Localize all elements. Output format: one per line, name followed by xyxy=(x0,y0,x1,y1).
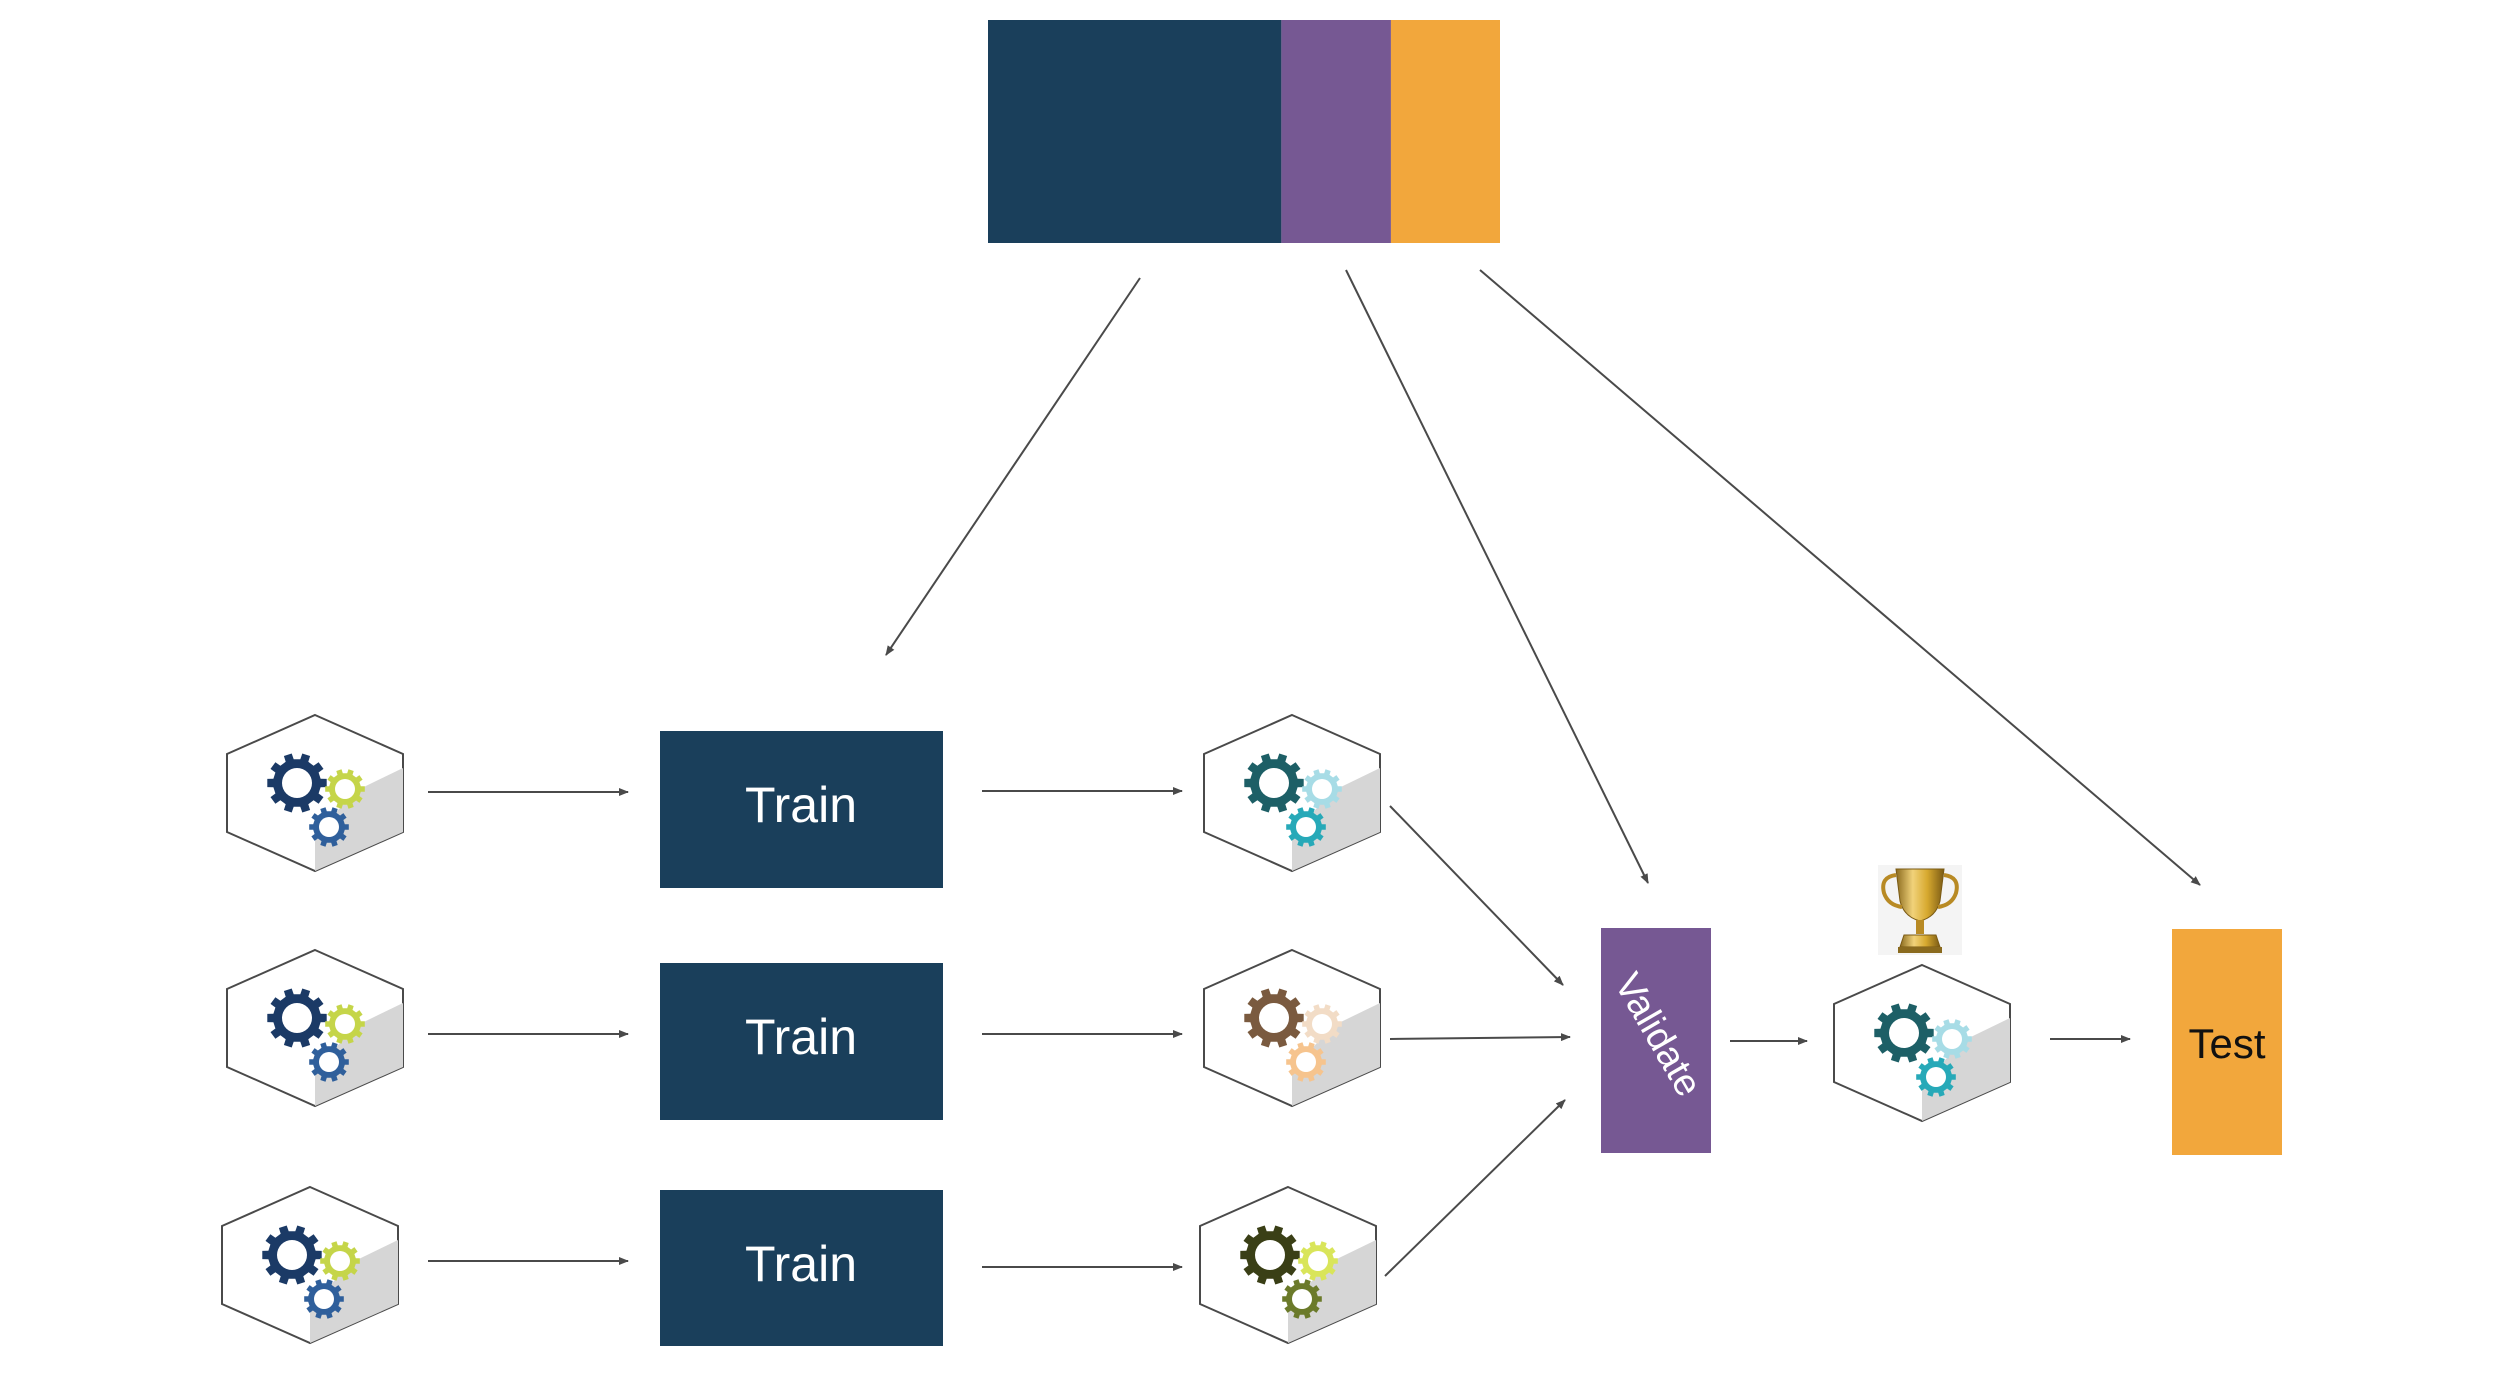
untrained-model-cube xyxy=(226,713,404,873)
arrow-model-1-to-validate xyxy=(1389,805,1564,986)
large-gear-icon xyxy=(267,988,327,1048)
large-gear-icon xyxy=(262,1225,322,1285)
small-gear-icon xyxy=(309,807,349,847)
trophy-icon xyxy=(1878,865,1962,955)
trained-model-cube xyxy=(1203,948,1381,1108)
large-gear-icon xyxy=(267,753,327,813)
large-gear-icon xyxy=(1244,753,1304,813)
small-gear-icon xyxy=(309,1042,349,1082)
untrained-model-cube xyxy=(221,1185,399,1345)
test-box: Test xyxy=(2172,929,2282,1155)
small-gear-icon xyxy=(1286,807,1326,847)
data-split-bar xyxy=(988,20,1500,243)
train-segment xyxy=(988,20,1282,243)
train-box: Train xyxy=(660,963,943,1120)
trained-model-cube xyxy=(1199,1185,1377,1345)
model-cubes xyxy=(221,713,2011,1345)
best-model-cube xyxy=(1833,963,2011,1123)
small-gear-icon xyxy=(304,1279,344,1319)
trained-model-cube xyxy=(1203,713,1381,873)
small-gear-icon xyxy=(325,769,365,809)
arrows xyxy=(428,269,2201,1277)
validate-box: Validate xyxy=(1601,928,1711,1153)
small-gear-icon xyxy=(1286,1042,1326,1082)
validate-segment xyxy=(1281,20,1391,243)
small-gear-icon xyxy=(325,1004,365,1044)
train-box: Train xyxy=(660,731,943,888)
small-gear-icon xyxy=(1298,1241,1338,1281)
train-box: Train xyxy=(660,1190,943,1346)
small-gear-icon xyxy=(1282,1279,1322,1319)
arrow-model-3-to-validate xyxy=(1384,1099,1566,1277)
arrow-validate-split-to-validate xyxy=(1345,269,1649,884)
arrow-test-split-to-test xyxy=(1479,269,2201,886)
small-gear-icon xyxy=(1302,1004,1342,1044)
train-label: Train xyxy=(745,777,857,833)
large-gear-icon xyxy=(1244,988,1304,1048)
test-segment xyxy=(1390,20,1500,243)
train-label: Train xyxy=(745,1009,857,1065)
large-gear-icon xyxy=(1874,1003,1934,1063)
arrow-model-2-to-validate xyxy=(1389,1033,1571,1042)
small-gear-icon xyxy=(1302,769,1342,809)
small-gear-icon xyxy=(320,1241,360,1281)
small-gear-icon xyxy=(1916,1057,1956,1097)
arrow-train-split-to-train xyxy=(885,277,1141,656)
untrained-model-cube xyxy=(226,948,404,1108)
large-gear-icon xyxy=(1240,1225,1300,1285)
small-gear-icon xyxy=(1932,1019,1972,1059)
train-label: Train xyxy=(745,1236,857,1292)
test-label: Test xyxy=(2188,1020,2265,1067)
